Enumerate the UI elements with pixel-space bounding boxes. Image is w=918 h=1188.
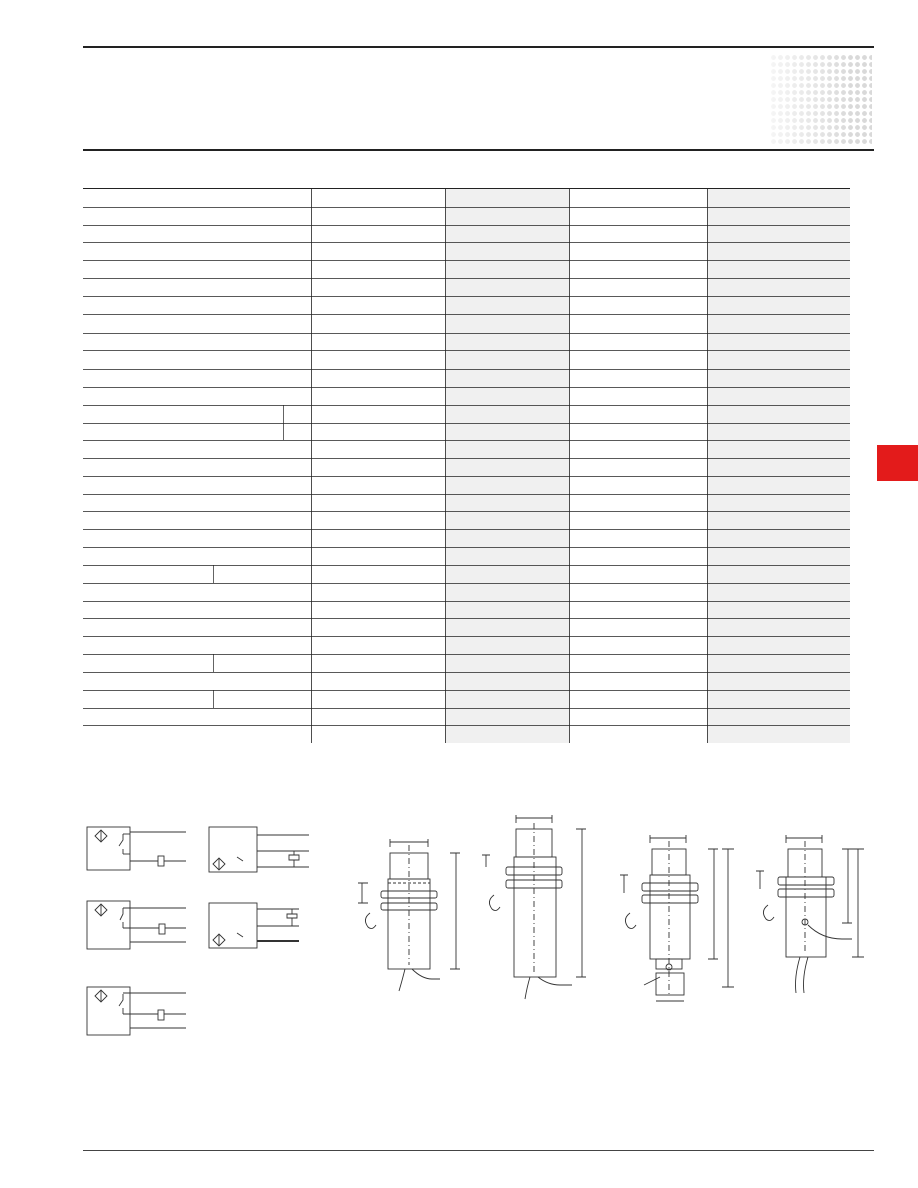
sensor-cable-long-drawing [482,815,586,1000]
header-dot-pattern [770,54,872,144]
shaded-column-2 [707,188,850,743]
footer-rule [83,1150,874,1151]
shaded-column-1 [445,188,569,743]
sensor-no-switch-icon [86,826,186,871]
sensor-potentiometer-cable-drawing [756,835,864,994]
sensor-cable-short-drawing [358,839,460,992]
sensor-3wire-output-alt-icon [208,902,299,949]
header-top-rule [83,46,874,48]
wiring-diagrams [86,826,309,1036]
section-tab-marker [877,445,918,481]
header-bottom-rule [83,149,874,151]
sensor-changeover-switch-icon [86,986,186,1036]
dimension-drawings [358,815,864,1002]
sensor-nc-switch-icon [86,900,186,950]
specification-table [83,188,850,743]
sensor-3wire-output-icon [208,826,309,873]
sensor-connector-drawing [620,835,734,1002]
